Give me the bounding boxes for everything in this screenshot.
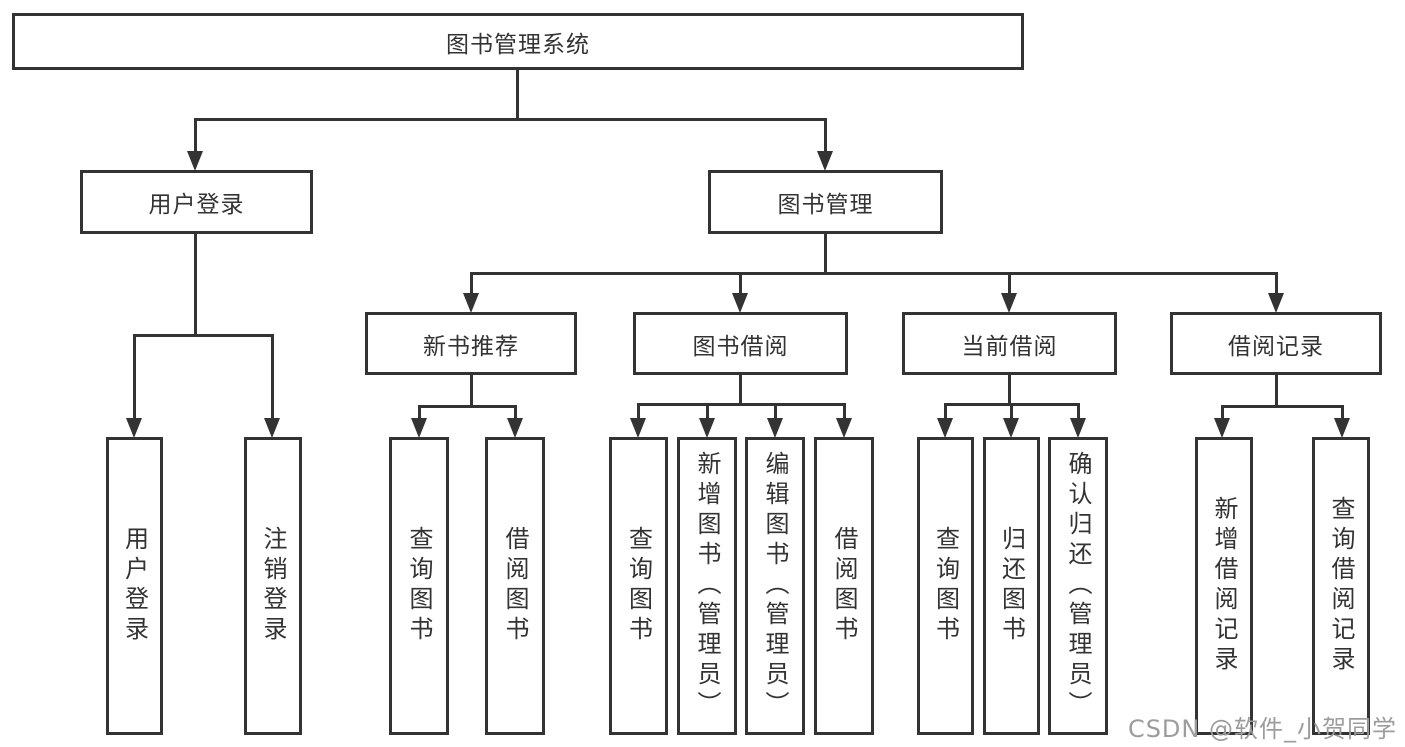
connector-line [470,272,1278,275]
leaf-edit-book-admin: 编辑图书（管理员） [745,437,805,735]
connector-line [637,403,640,422]
connector-line [133,334,136,421]
connector-line [843,403,846,422]
leaf-add-book-admin: 新增图书（管理员） [677,437,737,735]
leaf-query-borrow-record-label: 查询借阅记录 [1327,496,1355,676]
arrowhead-down-icon [126,418,142,438]
node-root-label: 图书管理系统 [446,31,590,58]
leaf-query-book-3-label: 查询图书 [931,526,960,646]
node-current-borrow-label: 当前借阅 [961,333,1058,360]
node-root: 图书管理系统 [12,13,1024,70]
connector-line [824,234,827,275]
node-user-login-label: 用户登录 [148,192,245,218]
leaf-add-borrow-record-label: 新增借阅记录 [1210,496,1238,676]
leaf-user-login: 用户登录 [106,437,163,735]
connector-line [514,405,517,422]
arrowhead-down-icon [836,418,852,438]
arrowhead-down-icon [817,151,833,171]
connector-line [1221,405,1344,408]
leaf-query-book-1: 查询图书 [389,437,449,735]
connector-line [133,334,274,337]
connector-line [418,405,517,408]
connector-line [944,403,947,422]
arrowhead-down-icon [507,418,523,438]
connector-line [1010,403,1013,422]
arrowhead-down-icon [1003,418,1019,438]
arrowhead-down-icon [937,418,953,438]
arrowhead-down-icon [732,293,748,313]
arrowhead-down-icon [1334,418,1350,438]
connector-line [1008,375,1011,406]
arrowhead-down-icon [1268,293,1284,313]
connector-line [739,375,742,406]
leaf-return-book: 归还图书 [983,437,1040,735]
connector-line [1221,405,1224,422]
leaf-borrow-book-1: 借阅图书 [485,437,545,735]
connector-line [739,272,742,296]
arrowhead-down-icon [187,151,203,171]
leaf-add-borrow-record: 新增借阅记录 [1195,437,1253,735]
leaf-borrow-book-2: 借阅图书 [814,437,874,735]
connector-line [774,403,777,422]
connector-line [194,118,827,121]
leaf-user-login-label: 用户登录 [120,526,149,646]
node-current-borrow: 当前借阅 [902,312,1117,375]
node-borrow-record-label: 借阅记录 [1228,333,1324,360]
node-book-management: 图书管理 [708,170,943,234]
connector-line [637,403,846,406]
leaf-query-book-3: 查询图书 [917,437,974,735]
leaf-query-book-1-label: 查询图书 [405,526,433,646]
connector-line [1275,272,1278,296]
arrowhead-down-icon [1001,293,1017,313]
leaf-edit-book-admin-label: 编辑图书（管理员） [761,451,789,721]
node-book-borrow: 图书借阅 [633,312,848,375]
connector-line [824,118,827,155]
leaf-add-book-admin-label: 新增图书（管理员） [693,451,721,721]
arrowhead-down-icon [1070,418,1086,438]
leaf-logout-label: 注销登录 [259,526,287,646]
node-book-borrow-label: 图书借阅 [692,333,789,360]
leaf-confirm-return-admin-label: 确认归还（管理员） [1064,451,1092,721]
leaf-borrow-book-1-label: 借阅图书 [501,526,529,646]
connector-line [194,118,197,155]
connector-line [470,272,473,296]
connector-line [470,375,473,408]
arrowhead-down-icon [630,418,646,438]
connector-line [1341,405,1344,422]
connector-line [418,405,421,422]
leaf-query-book-2-label: 查询图书 [624,526,653,646]
csdn-watermark: CSDN @软件_小贺同学 [1127,715,1397,743]
connector-line [194,234,197,337]
arrowhead-down-icon [699,418,715,438]
arrowhead-down-icon [463,293,479,313]
connector-line [271,334,274,421]
connector-line [1077,403,1080,422]
connector-line [516,70,519,119]
leaf-return-book-label: 归还图书 [997,526,1026,646]
arrowhead-down-icon [264,418,280,438]
arrowhead-down-icon [1214,418,1230,438]
leaf-logout: 注销登录 [244,437,302,735]
arrowhead-down-icon [411,418,427,438]
leaf-borrow-book-2-label: 借阅图书 [830,526,858,646]
node-borrow-record: 借阅记录 [1170,312,1382,375]
leaf-query-borrow-record: 查询借阅记录 [1312,437,1370,735]
node-new-book-recommend: 新书推荐 [365,312,577,375]
connector-line [1008,272,1011,296]
arrowhead-down-icon [767,418,783,438]
connector-line [706,403,709,422]
node-new-book-recommend-label: 新书推荐 [423,333,519,360]
leaf-query-book-2: 查询图书 [609,437,668,735]
leaf-confirm-return-admin: 确认归还（管理员） [1048,437,1108,735]
connector-line [1275,375,1278,408]
node-user-login: 用户登录 [80,170,313,234]
node-book-management-label: 图书管理 [777,192,874,218]
